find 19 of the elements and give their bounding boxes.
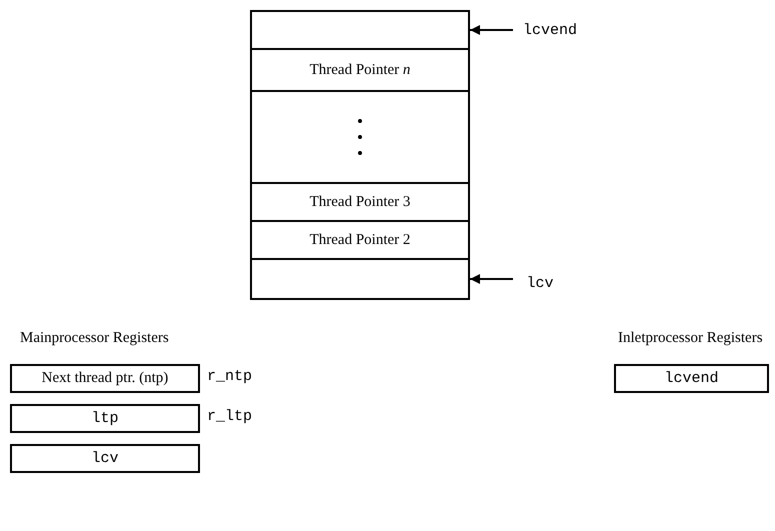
- memory-slot: [250, 258, 470, 300]
- memory-slot: [250, 90, 470, 184]
- memory-slot: Thread Pointer n: [250, 48, 470, 92]
- section-heading: Inletprocessor Registers: [618, 330, 763, 347]
- section-heading: Mainprocessor Registers: [20, 330, 169, 347]
- register-name: r_ntp: [207, 368, 252, 385]
- memory-slot: Thread Pointer 2: [250, 220, 470, 260]
- memory-stack: [250, 10, 470, 300]
- register-name: r_ltp: [207, 408, 252, 425]
- memory-slot: [250, 10, 470, 50]
- register-box: lcv: [10, 444, 200, 473]
- arrow: [470, 274, 513, 284]
- pointer-label: lcv: [515, 272, 565, 294]
- arrow: [470, 25, 513, 35]
- register-box: ltp: [10, 404, 200, 433]
- register-box: Next thread ptr. (ntp): [10, 364, 200, 393]
- register-box: lcvend: [614, 364, 769, 393]
- memory-slot: Thread Pointer 3: [250, 182, 470, 222]
- pointer-label: lcvend: [515, 19, 585, 41]
